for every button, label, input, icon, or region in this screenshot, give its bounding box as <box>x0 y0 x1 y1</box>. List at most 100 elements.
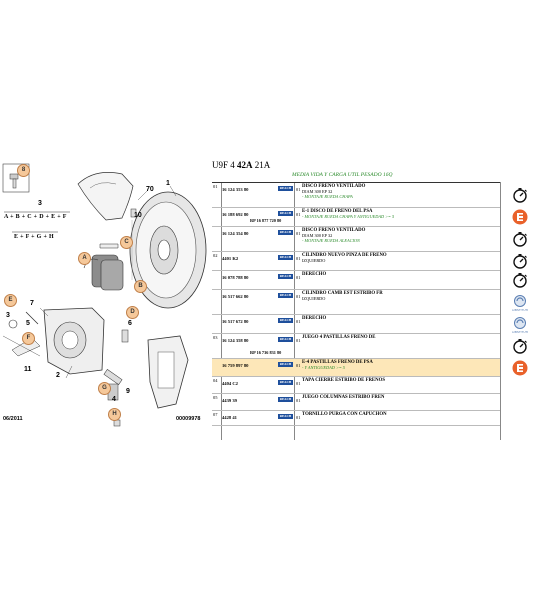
group-number: 07 <box>213 412 218 417</box>
stopwatch-icon[interactable] <box>512 231 528 248</box>
callout-h: H <box>108 408 121 421</box>
part-reference[interactable]: 16 124 354 80 <box>222 231 249 236</box>
description-detail: IZQUIERDO <box>302 258 326 263</box>
group-number: 04 <box>213 378 218 383</box>
part-5: 5 <box>26 320 30 327</box>
part-reference[interactable]: 16 078 788 80 <box>222 275 249 280</box>
group-number: 03 <box>213 335 218 340</box>
parts-list: U9F 4 42A 21A MEDIA VIDA Y CARGA UTIL PE… <box>212 160 540 440</box>
part-11: 11 <box>24 366 32 373</box>
part-reference[interactable]: 16 188 692 80 <box>222 212 249 217</box>
formula-label: 3 <box>38 200 42 207</box>
stopwatch-icon[interactable] <box>512 253 528 270</box>
svg-text:SUBSTITUTE: SUBSTITUTE <box>512 308 528 312</box>
exchange-e-icon[interactable] <box>512 209 528 226</box>
part-10: 10 <box>134 212 142 219</box>
quantity: 01 <box>296 275 301 280</box>
callout-a: A <box>78 252 91 265</box>
quantity: 01 <box>296 187 301 192</box>
callout-f: F <box>22 332 35 345</box>
fitment-note: - MONTAJE RUEDA CHAPA <box>302 194 353 199</box>
quantity: 01 <box>296 294 301 299</box>
part-description: E-1 DISCO DE FRENO DEL PSA- MONTAJE RUED… <box>302 209 462 219</box>
table-row[interactable]: 16 517 672 80REACH01DERECHOSUBSTITUTE <box>212 315 529 334</box>
part-6: 6 <box>128 320 132 327</box>
reach-badge[interactable]: REACH <box>278 362 293 367</box>
group-number: 01 <box>213 184 218 189</box>
reach-badge[interactable]: REACH <box>278 255 293 260</box>
quantity: 01 <box>296 231 301 236</box>
quantity: 01 <box>296 319 301 324</box>
reach-badge[interactable]: REACH <box>278 274 293 279</box>
description-detail: IZQUIERDO <box>302 296 326 301</box>
part-reference[interactable]: 16 124 353 80 <box>222 187 249 192</box>
part-description: E-4 PASTILLAS FRENO DE PSA- Y ANTIGUEDAD… <box>302 360 462 370</box>
reach-badge[interactable]: REACH <box>278 380 293 385</box>
quantity: 01 <box>296 363 301 368</box>
reach-badge[interactable]: REACH <box>278 318 293 323</box>
part-reference[interactable]: 4428 41 <box>222 415 237 420</box>
substitute-icon[interactable]: SUBSTITUTE <box>511 316 529 335</box>
part-4: 4 <box>112 396 116 403</box>
replacement-reference: RP 16 736 831 80 <box>250 350 282 355</box>
description-detail: DIAM 300 EP 32 <box>302 189 333 194</box>
stopwatch-icon[interactable] <box>512 338 528 355</box>
part-reference[interactable]: 4439 39 <box>222 398 237 403</box>
reach-badge[interactable]: REACH <box>278 337 293 342</box>
part-description: DERECHO <box>302 272 327 277</box>
part-description: JUEGO COLUMNAS ESTRIBO FREN <box>302 395 385 400</box>
part-70: 70 <box>146 186 154 193</box>
reach-badge[interactable]: REACH <box>278 293 293 298</box>
part-reference[interactable]: 16 517 672 80 <box>222 319 249 324</box>
group-number: 05 <box>213 395 218 400</box>
list-subtitle: MEDIA VIDA Y CARGA UTIL PESADO 16Q <box>292 172 393 178</box>
description-detail: DIAM 300 EP 32 <box>302 233 333 238</box>
callout-d: D <box>126 306 139 319</box>
stopwatch-icon[interactable] <box>512 187 528 204</box>
reach-badge[interactable]: REACH <box>278 414 293 419</box>
diagram-code: 00009978 <box>176 416 201 422</box>
reach-badge[interactable]: REACH <box>278 230 293 235</box>
callout-c: C <box>120 236 133 249</box>
quantity: 01 <box>296 398 301 403</box>
part-description: TAPA CIERRE ESTRIBO DE FRENOS <box>302 378 385 383</box>
part-reference[interactable]: 16 517 662 80 <box>222 294 249 299</box>
reach-badge[interactable]: REACH <box>278 211 293 216</box>
part-7: 7 <box>30 300 34 307</box>
formula-kit-1: A + B + C + D + E + F <box>4 214 67 220</box>
part-reference[interactable]: 4401 K2 <box>222 256 239 261</box>
stopwatch-icon[interactable] <box>512 272 528 289</box>
fitment-note: - MONTAJE RUEDA CHAPA Y ANTIGUEDAD >= 5 <box>302 214 395 219</box>
part-reference[interactable]: 16 124 358 80 <box>222 338 249 343</box>
quantity: 01 <box>296 415 301 420</box>
part-description: TORNILLO PURGA CON CAPUCHON <box>302 412 387 417</box>
reach-badge[interactable]: REACH <box>278 186 293 191</box>
part-reference[interactable]: 16 759 897 80 <box>222 363 249 368</box>
part-3: 3 <box>6 312 10 319</box>
part-reference[interactable]: 4404 C2 <box>222 381 238 386</box>
fitment-note: - MONTAJE RUEDA ALEACION <box>302 238 360 243</box>
svg-text:SUBSTITUTE: SUBSTITUTE <box>512 330 528 334</box>
exchange-e-icon[interactable] <box>512 360 528 377</box>
quantity: 01 <box>296 212 301 217</box>
substitute-icon[interactable]: SUBSTITUTE <box>511 294 529 313</box>
reach-badge[interactable]: REACH <box>278 397 293 402</box>
fitment-note: - Y ANTIGUEDAD >= 5 <box>302 365 345 370</box>
part-1: 1 <box>166 180 170 187</box>
callout-8: 8 <box>17 164 30 177</box>
